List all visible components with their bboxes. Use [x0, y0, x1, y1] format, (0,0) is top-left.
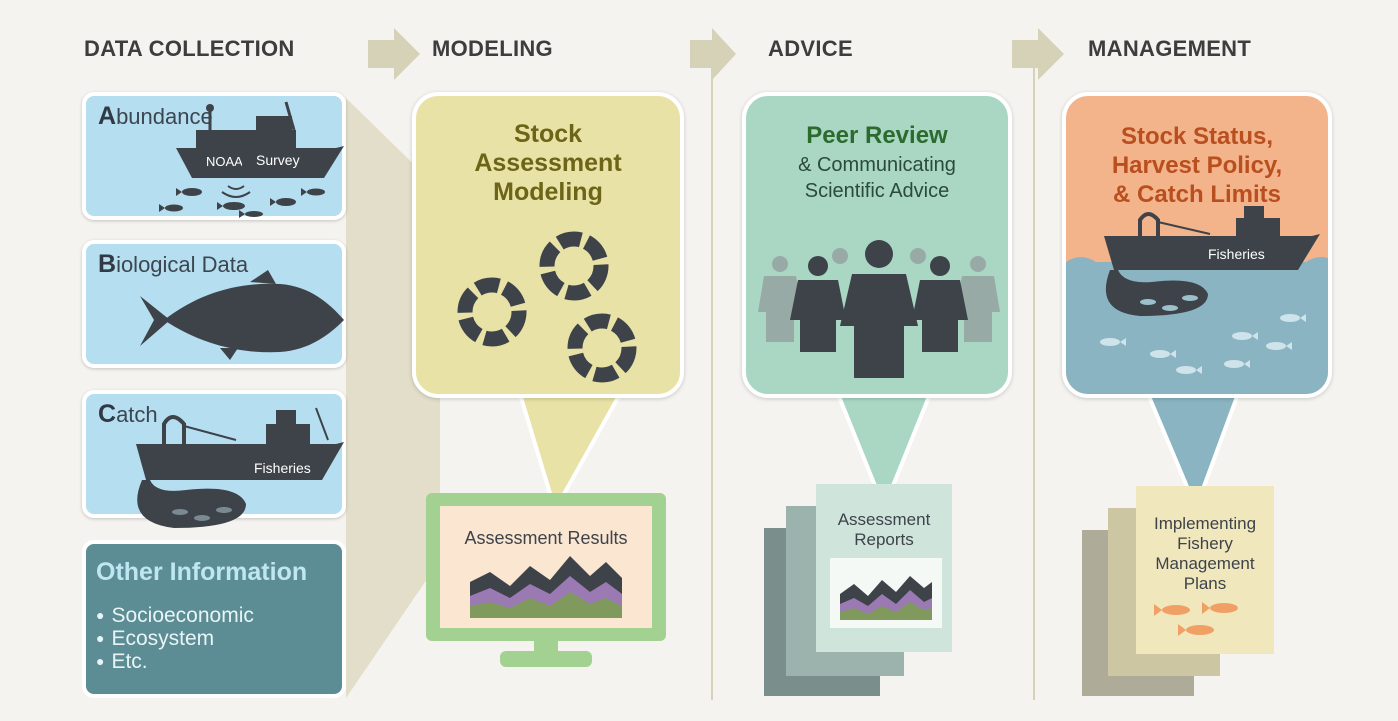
column-divider — [1033, 40, 1035, 700]
header-management: MANAGEMENT — [1088, 36, 1252, 61]
other-information-panel: Other Information Socioeconomic Ecosyste… — [82, 540, 346, 698]
monitor-neck — [534, 641, 558, 653]
ship-survey-label: Survey — [250, 150, 308, 170]
monitor-label: Assessment Results — [464, 528, 628, 548]
management-bubble: Stock Status, Harvest Policy, & Catch Li… — [1062, 92, 1332, 398]
gears-icon — [457, 231, 637, 383]
header-data-collection: DATA COLLECTION — [84, 36, 295, 61]
advice-subtitle: & Communicating Scientific Advice — [798, 154, 956, 202]
header-advice: ADVICE — [768, 36, 853, 61]
arrow-icon — [368, 28, 420, 80]
fishing-ship-icon — [136, 407, 344, 528]
results-chart-icon — [470, 556, 622, 618]
catch-panel: Catch Fisheries — [82, 390, 346, 528]
other-information-title: Other Information — [96, 558, 308, 586]
fish-icon — [140, 270, 344, 360]
biological-data-label: Biological Data — [98, 250, 249, 278]
plan-label: Implementing Fishery Management Plans — [1153, 514, 1257, 593]
management-title: Stock Status, Harvest Policy, & Catch Li… — [1111, 123, 1283, 208]
advice-title: Peer Review — [806, 122, 948, 149]
list-item: Ecosystem — [96, 627, 254, 650]
modeling-title: Stock Assessment Modeling — [474, 120, 622, 206]
plan-fish-icon — [1154, 602, 1238, 636]
other-information-list: Socioeconomic Ecosystem Etc. — [96, 604, 254, 673]
header-modeling: MODELING — [432, 36, 553, 61]
column-divider — [711, 40, 713, 700]
abundance-label: Abundance — [98, 102, 213, 130]
list-item: Socioeconomic — [96, 604, 253, 627]
biological-data-panel: Biological Data — [82, 240, 346, 368]
ship-noaa-label: NOAA — [206, 154, 242, 169]
modeling-bubble: Stock Assessment Modeling — [412, 92, 684, 398]
management-ship-icon — [1100, 206, 1320, 374]
management-ship-label: Fisheries — [1208, 246, 1265, 262]
catch-label: Catch — [98, 400, 158, 428]
monitor-stand — [500, 651, 592, 667]
people-group-icon — [758, 240, 1000, 378]
arrow-icon — [690, 28, 736, 80]
report-chart-icon — [840, 576, 932, 620]
arrow-icon — [1012, 28, 1064, 80]
abundance-panel: Abundance NOAA Survey — [82, 92, 346, 220]
catch-ship-label: Fisheries — [254, 460, 311, 476]
list-item: Etc. — [96, 650, 254, 673]
report-label: Assessment Reports — [837, 510, 931, 549]
advice-bubble: Peer Review & Communicating Scientific A… — [742, 92, 1012, 398]
